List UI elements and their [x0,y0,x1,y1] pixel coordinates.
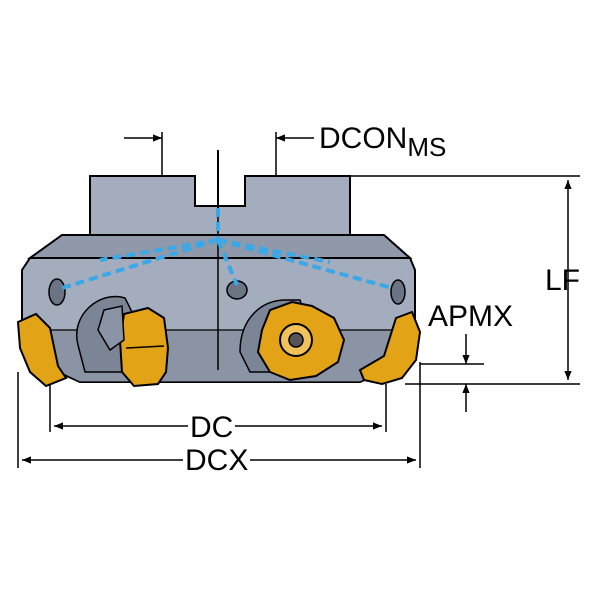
insert-right [358,310,422,386]
coolant-channels [61,208,393,290]
label-dcon: DCONMS [319,122,446,161]
label-dc: DC [188,411,236,444]
label-dcx: DCX [183,444,251,477]
clamp-left [97,305,125,352]
insert-left [16,312,68,388]
coolant-hole-left [48,278,66,306]
label-dcon-main: DCON [319,122,408,155]
cutting-inserts [16,300,422,388]
label-lf: LF [545,264,581,297]
label-apmx: APMX [428,300,514,333]
coolant-hole-right [390,279,406,305]
dimension-lines [17,132,580,468]
label-dcon-subscript: MS [407,132,447,162]
